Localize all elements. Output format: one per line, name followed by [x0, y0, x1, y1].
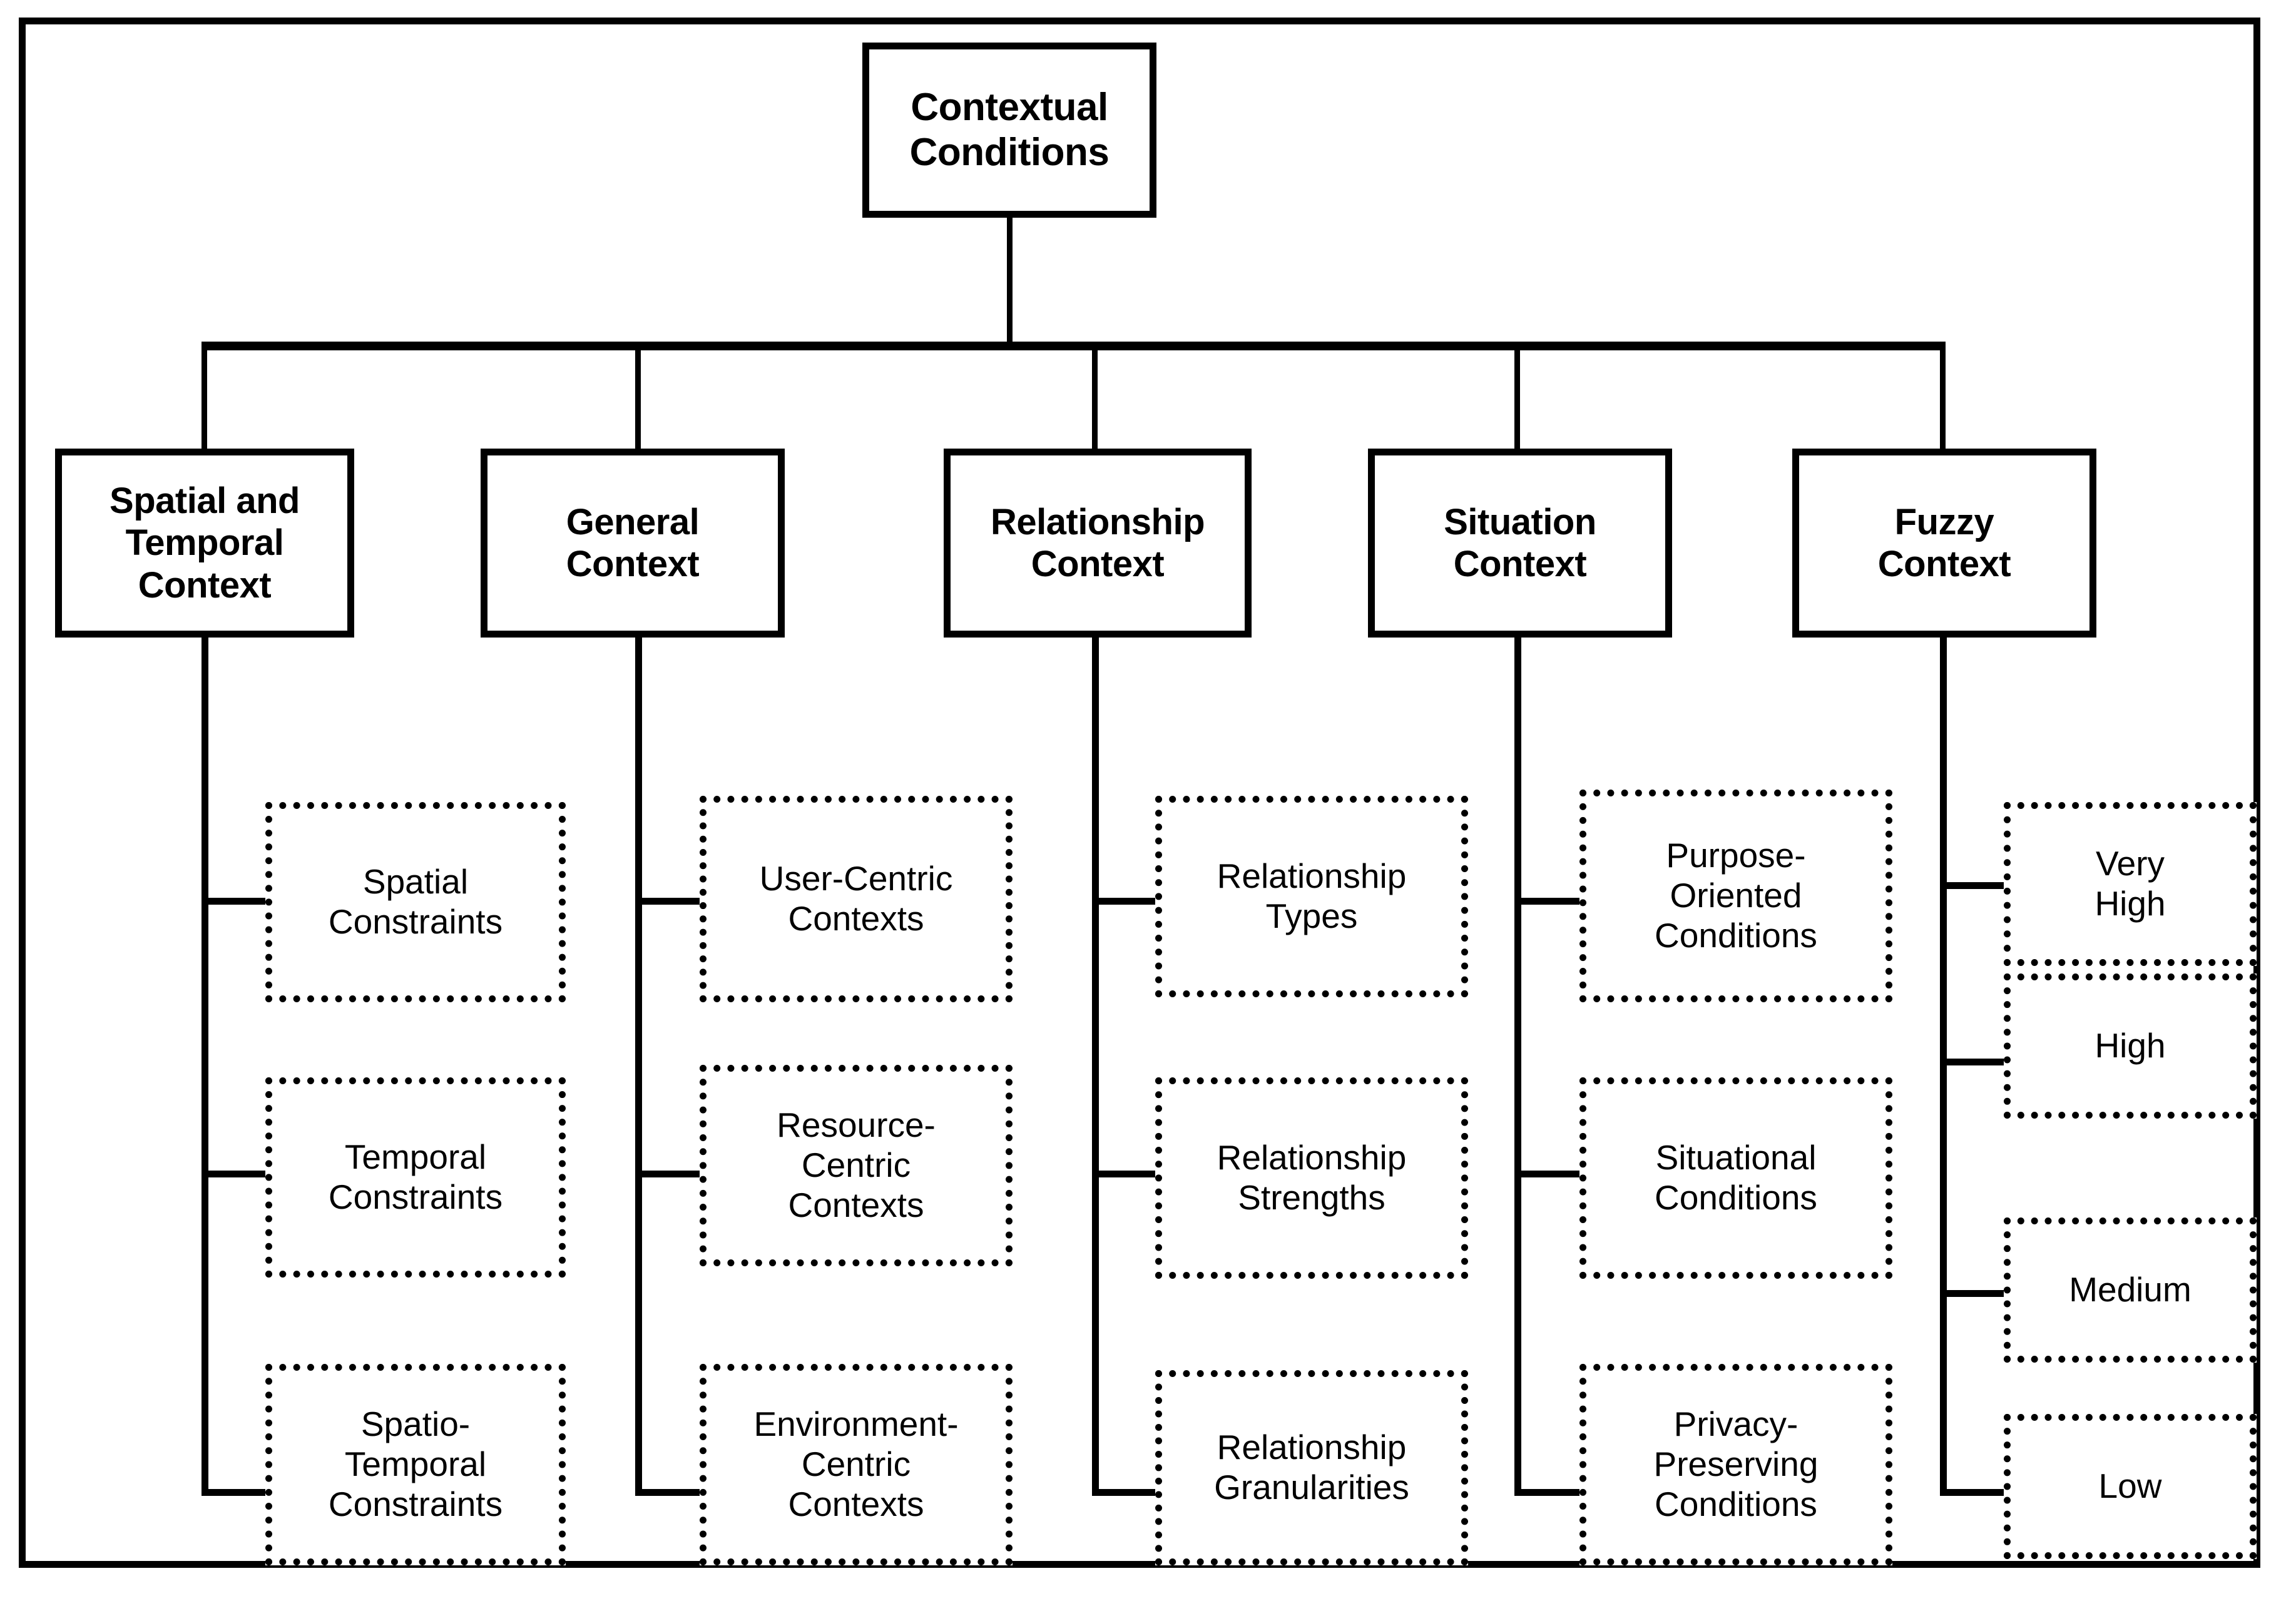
spine-fuzzy-context — [1940, 638, 1947, 1496]
stub-privacy-preserving-conditions — [1514, 1489, 1582, 1496]
node-situation-context[interactable]: Situation Context — [1368, 449, 1672, 638]
leaf-low[interactable]: Low — [2004, 1414, 2257, 1559]
node-relationship-context[interactable]: Relationship Context — [944, 449, 1252, 638]
leaf-spatio-temporal-constraints[interactable]: Spatio- Temporal Constraints — [265, 1364, 566, 1565]
stub-relationship-strengths — [1092, 1171, 1160, 1177]
leaf-resource-centric-contexts[interactable]: Resource- Centric Contexts — [700, 1065, 1013, 1266]
stub-environment-centric-contexts — [635, 1489, 703, 1496]
node-fuzzy-context[interactable]: Fuzzy Context — [1792, 449, 2096, 638]
leaf-spatial-constraints[interactable]: Spatial Constraints — [265, 802, 566, 1002]
stub-relationship-granularities — [1092, 1489, 1160, 1496]
stub-medium — [1940, 1290, 2008, 1297]
stub-purpose-oriented-conditions — [1514, 898, 1582, 905]
leaf-relationship-granularities[interactable]: Relationship Granularities — [1155, 1370, 1468, 1565]
leaf-privacy-preserving-conditions[interactable]: Privacy- Preserving Conditions — [1579, 1364, 1892, 1565]
connector-bus-to-general-context — [635, 346, 641, 452]
spine-spatial-temporal-context — [202, 638, 208, 1496]
stub-resource-centric-contexts — [635, 1171, 703, 1177]
leaf-high[interactable]: High — [2004, 973, 2257, 1119]
spine-situation-context — [1514, 638, 1521, 1496]
leaf-temporal-constraints[interactable]: Temporal Constraints — [265, 1077, 566, 1278]
connector-bus-to-relationship-context — [1092, 346, 1098, 452]
stub-very-high — [1940, 882, 2008, 889]
leaf-relationship-types[interactable]: Relationship Types — [1155, 796, 1468, 997]
leaf-user-centric-contexts[interactable]: User-Centric Contexts — [700, 796, 1013, 1002]
node-spatial-and-temporal-context[interactable]: Spatial and Temporal Context — [55, 449, 354, 638]
connector-root-stem — [1007, 218, 1013, 346]
diagram-outer-frame — [19, 18, 2260, 1568]
stub-relationship-types — [1092, 898, 1160, 905]
stub-situational-conditions — [1514, 1171, 1582, 1177]
stub-low — [1940, 1489, 2008, 1496]
leaf-medium[interactable]: Medium — [2004, 1217, 2257, 1363]
stub-high — [1940, 1059, 2008, 1065]
connector-bus-to-situation-context — [1514, 346, 1520, 452]
stub-spatial-constraints — [202, 898, 269, 905]
spine-relationship-context — [1092, 638, 1099, 1496]
connector-horizontal-bus — [202, 342, 1946, 350]
connector-bus-to-spatial-temporal-context — [202, 346, 207, 452]
leaf-relationship-strengths[interactable]: Relationship Strengths — [1155, 1077, 1468, 1279]
stub-user-centric-contexts — [635, 898, 703, 905]
leaf-environment-centric-contexts[interactable]: Environment- Centric Contexts — [700, 1364, 1013, 1565]
leaf-very-high[interactable]: Very High — [2004, 802, 2257, 966]
node-general-context[interactable]: General Context — [481, 449, 785, 638]
stub-temporal-constraints — [202, 1171, 269, 1177]
stub-spatio-temporal-constraints — [202, 1489, 269, 1496]
leaf-situational-conditions[interactable]: Situational Conditions — [1579, 1077, 1892, 1279]
leaf-purpose-oriented-conditions[interactable]: Purpose- Oriented Conditions — [1579, 790, 1892, 1002]
connector-bus-to-fuzzy-context — [1940, 346, 1946, 452]
node-contextual-conditions[interactable]: Contextual Conditions — [862, 43, 1156, 218]
spine-general-context — [635, 638, 642, 1496]
